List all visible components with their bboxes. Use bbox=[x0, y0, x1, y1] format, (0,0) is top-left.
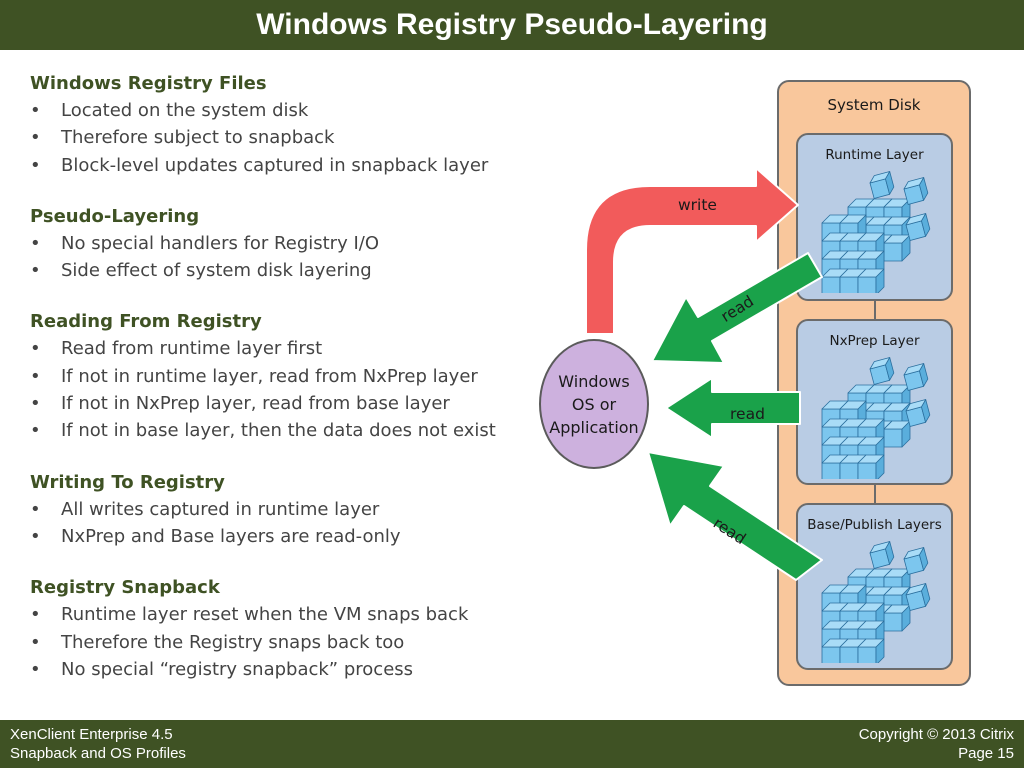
section-heading: Registry Snapback bbox=[30, 577, 220, 599]
bullet-item: If not in runtime layer, read from NxPre… bbox=[30, 363, 550, 391]
footer-left: XenClient Enterprise 4.5 Snapback and OS… bbox=[10, 725, 186, 763]
footer-product: XenClient Enterprise 4.5 bbox=[10, 726, 173, 743]
bullet-item: Runtime layer reset when the VM snaps ba… bbox=[30, 601, 550, 629]
read-arrow-nxprep bbox=[665, 377, 801, 439]
nxprep-layer-box: NxPrep Layer bbox=[796, 319, 953, 485]
layer-connector bbox=[874, 485, 876, 503]
bullet-list: Runtime layer reset when the VM snaps ba… bbox=[30, 601, 550, 683]
bullet-list: All writes captured in runtime layer NxP… bbox=[30, 496, 550, 551]
read-arrow-base bbox=[647, 451, 823, 581]
section-heading: Reading From Registry bbox=[30, 311, 262, 333]
bullet-item: No special “registry snapback” process bbox=[30, 656, 550, 684]
bullet-item: If not in NxPrep layer, read from base l… bbox=[30, 390, 550, 418]
section-registry-files: Windows Registry Files Located on the sy… bbox=[30, 70, 550, 179]
write-label: write bbox=[678, 196, 717, 214]
bullet-list: No special handlers for Registry I/O Sid… bbox=[30, 230, 550, 285]
footer-page-number: Page 15 bbox=[958, 745, 1014, 762]
read-label: read bbox=[730, 405, 765, 423]
system-disk-label: System Disk bbox=[827, 96, 921, 114]
write-arrow bbox=[585, 167, 799, 335]
slide-title-bar: Windows Registry Pseudo-Layering bbox=[0, 0, 1024, 50]
slide-title: Windows Registry Pseudo-Layering bbox=[256, 8, 768, 41]
cube-stack-icon bbox=[821, 171, 931, 293]
bullet-list: Read from runtime layer first If not in … bbox=[30, 335, 550, 444]
layer-label: NxPrep Layer bbox=[829, 333, 920, 349]
bullet-item: NxPrep and Base layers are read-only bbox=[30, 523, 550, 551]
section-heading: Writing To Registry bbox=[30, 471, 225, 493]
footer-right: Copyright © 2013 Citrix Page 15 bbox=[859, 725, 1014, 763]
section-pseudo-layering: Pseudo-Layering No special handlers for … bbox=[30, 203, 550, 285]
section-heading: Pseudo-Layering bbox=[30, 205, 200, 227]
os-node-line: Windows bbox=[558, 371, 630, 391]
layer-label: Base/Publish Layers bbox=[807, 517, 942, 533]
cube-stack-icon bbox=[821, 541, 931, 663]
bullet-item: If not in base layer, then the data does… bbox=[30, 417, 550, 445]
bullet-item: Therefore subject to snapback bbox=[30, 124, 550, 152]
bullet-item: All writes captured in runtime layer bbox=[30, 496, 550, 524]
windows-os-node: Windows OS or Application bbox=[539, 339, 649, 469]
bullet-item: Side effect of system disk layering bbox=[30, 257, 550, 285]
bullet-list: Located on the system disk Therefore sub… bbox=[30, 97, 550, 179]
bullet-content: Windows Registry Files Located on the sy… bbox=[30, 70, 550, 707]
slide-footer: XenClient Enterprise 4.5 Snapback and OS… bbox=[0, 720, 1024, 768]
bullet-item: Read from runtime layer first bbox=[30, 335, 550, 363]
footer-topic: Snapback and OS Profiles bbox=[10, 745, 186, 762]
section-heading: Windows Registry Files bbox=[30, 73, 267, 94]
bullet-item: Block-level updates captured in snapback… bbox=[30, 152, 550, 180]
runtime-layer-box: Runtime Layer bbox=[796, 133, 953, 301]
section-reading: Reading From Registry Read from runtime … bbox=[30, 308, 550, 444]
read-arrow-runtime bbox=[651, 252, 823, 364]
section-snapback: Registry Snapback Runtime layer reset wh… bbox=[30, 574, 550, 683]
base-layer-box: Base/Publish Layers bbox=[796, 503, 953, 670]
bullet-item: Located on the system disk bbox=[30, 97, 550, 125]
os-node-line: Application bbox=[549, 417, 639, 437]
bullet-item: Therefore the Registry snaps back too bbox=[30, 629, 550, 657]
section-writing: Writing To Registry All writes captured … bbox=[30, 469, 550, 551]
bullet-item: No special handlers for Registry I/O bbox=[30, 230, 550, 258]
cube-stack-icon bbox=[821, 357, 931, 479]
footer-copyright: Copyright © 2013 Citrix bbox=[858, 726, 1014, 743]
layer-label: Runtime Layer bbox=[825, 147, 924, 163]
os-node-line: OS or bbox=[571, 394, 617, 414]
layer-connector bbox=[874, 300, 876, 320]
